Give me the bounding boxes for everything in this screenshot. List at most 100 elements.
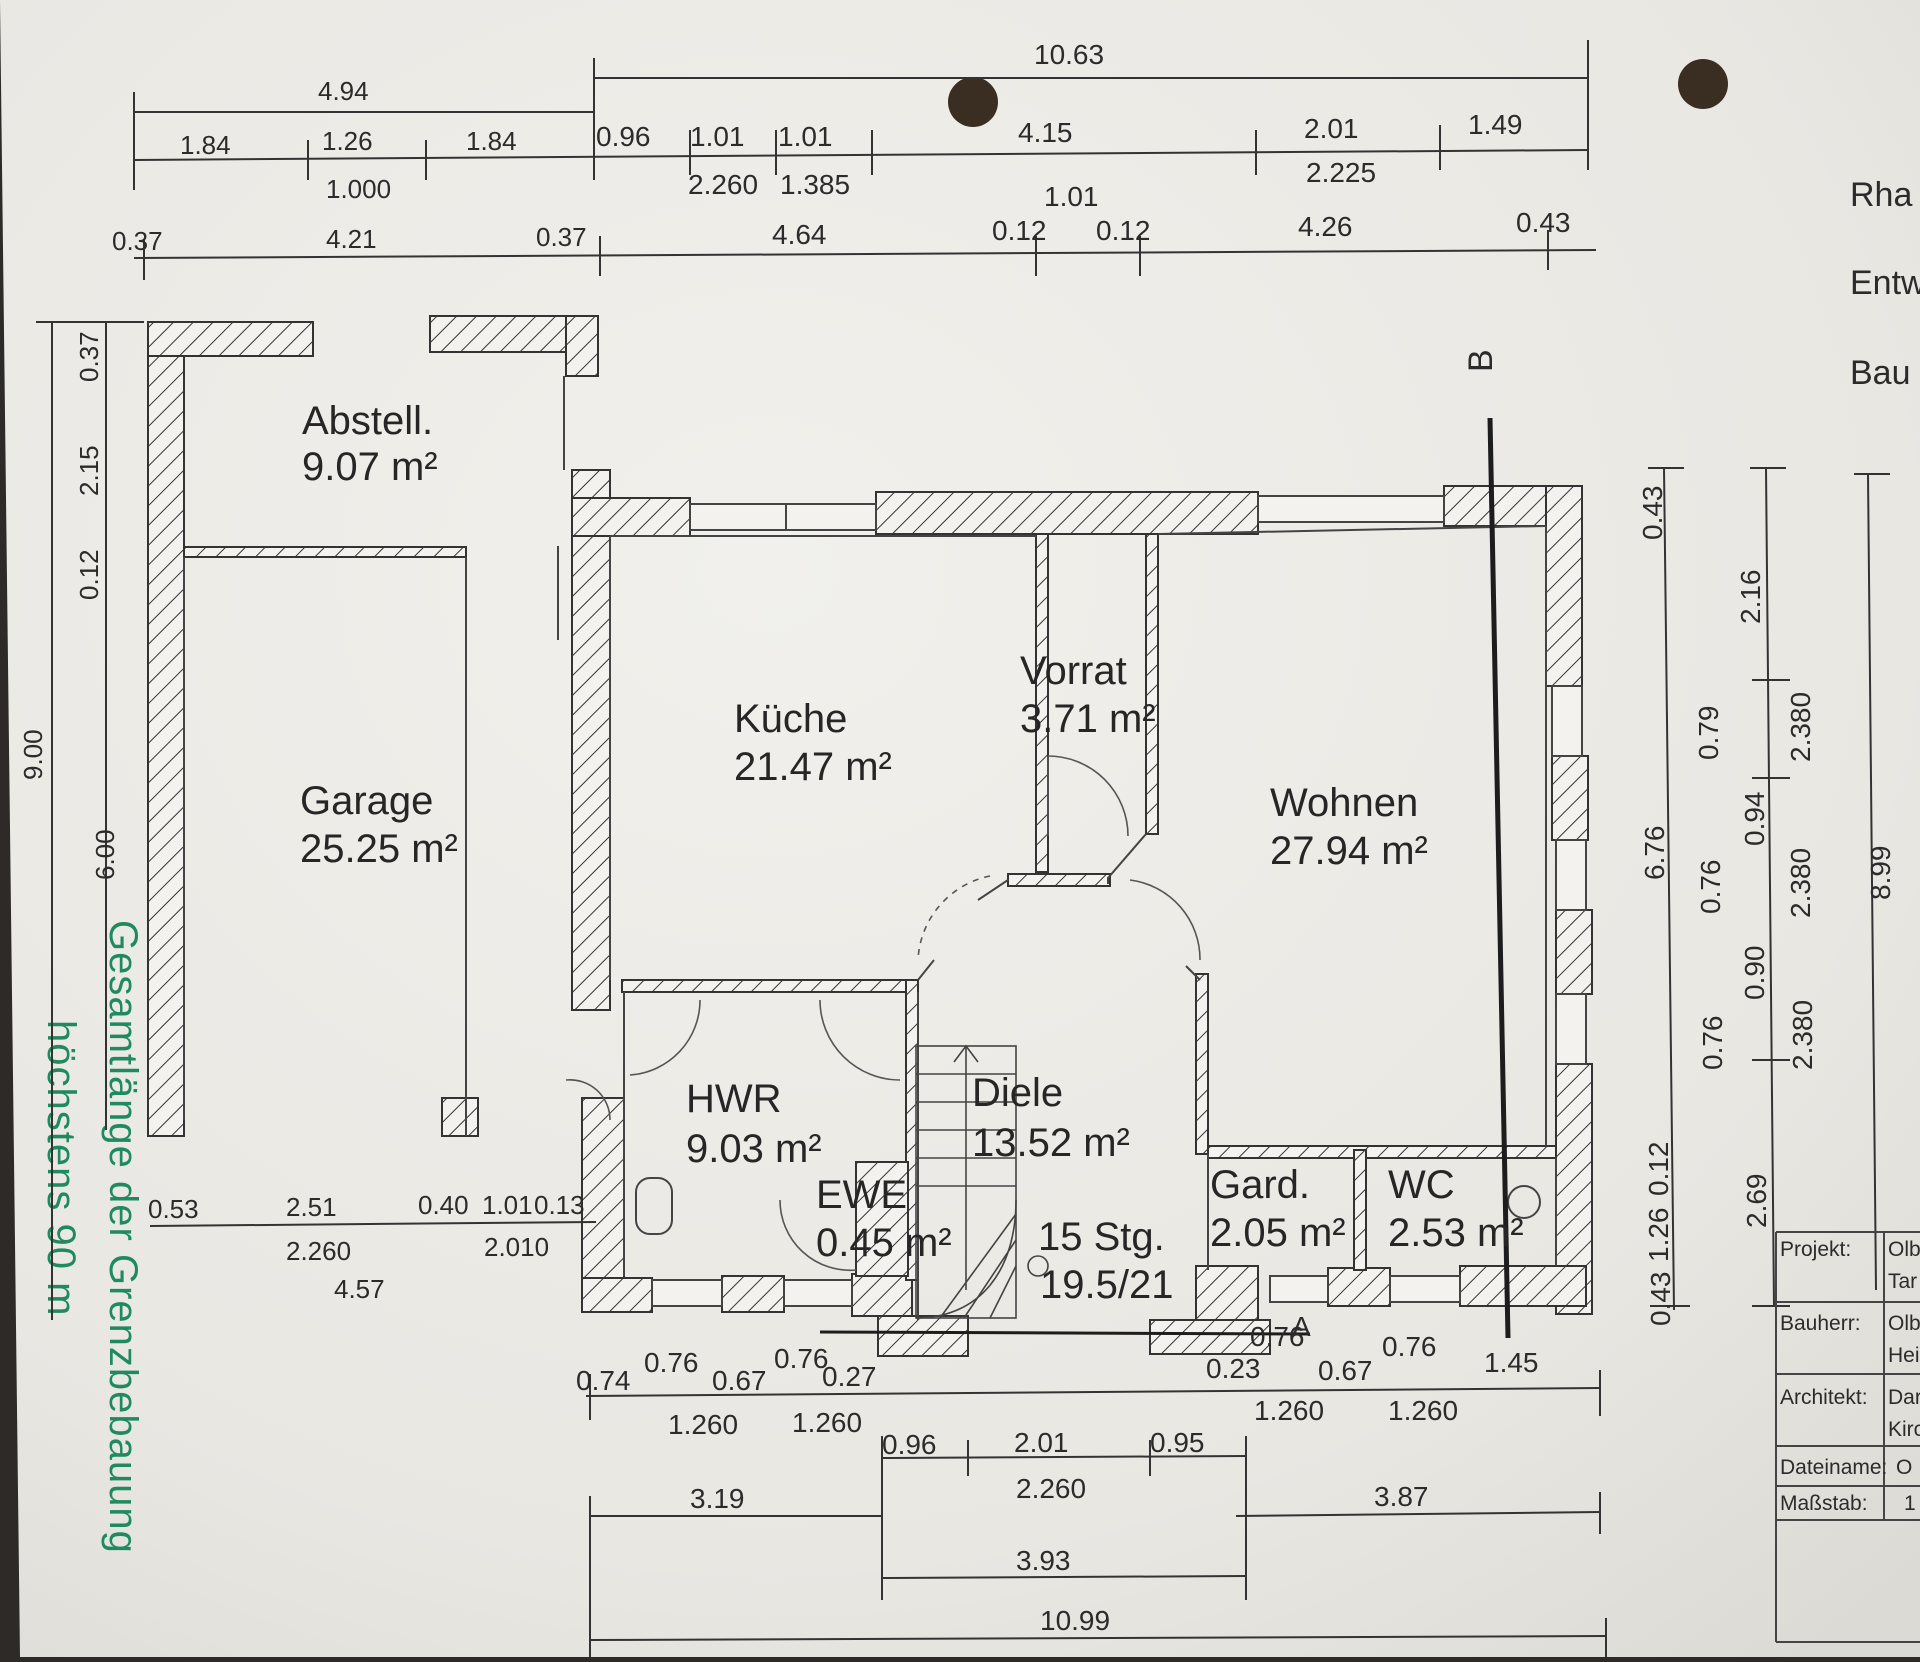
dim-bot3-4: 10.99 <box>1040 1605 1110 1636</box>
dim-right2-2: 0.79 <box>1693 706 1724 761</box>
tb-value-architekt-2: Kirc <box>1888 1418 1920 1441</box>
dim-top2sub-4: 1.01 <box>1044 181 1099 212</box>
tb-header-1: Rha <box>1850 176 1912 214</box>
tb-value-bauherr-1: Olb <box>1888 1312 1920 1335</box>
room-gard-area: 2.05 m² <box>1210 1211 1346 1255</box>
room-diele-name: Diele <box>972 1071 1063 1115</box>
boundary-note: Gesamtlänge der Grenzbebauung höchstens … <box>39 920 145 1554</box>
dim-right1-5: 0.43 <box>1645 1272 1676 1327</box>
dim-bot1-6: 0.76 <box>1250 1321 1305 1352</box>
dim-right3-2: 2.380 <box>1785 848 1816 918</box>
dim-bot1sub-1: 1.260 <box>668 1409 738 1440</box>
room-ewe-area: 0.45 m² <box>816 1221 952 1265</box>
wall-diele-east <box>1195 973 1209 1155</box>
room-gard-name: Gard. <box>1210 1163 1310 1207</box>
dim-top2-2: 1.26 <box>322 126 373 156</box>
room-kueche-area: 21.47 m² <box>734 745 892 789</box>
tb-label-dateiname: Dateiname: <box>1780 1456 1887 1479</box>
dim-right1-2: 6.76 <box>1639 826 1670 881</box>
dim-top2-3: 1.84 <box>466 126 517 156</box>
wall-south-b <box>721 1275 785 1313</box>
room-vorrat-name: Vorrat <box>1020 649 1127 693</box>
dimension-lines <box>36 40 1890 1660</box>
room-wohnen-name: Wohnen <box>1270 781 1418 825</box>
stairs-ratio: 19.5/21 <box>1040 1263 1173 1307</box>
dim-bot2-2: 2.01 <box>1014 1427 1069 1458</box>
room-wc-name: WC <box>1388 1163 1455 1207</box>
washer-fixture <box>635 1177 673 1235</box>
dim-top3-7: 4.26 <box>1298 211 1353 242</box>
dim-top2sub-3: 1.385 <box>780 169 850 200</box>
dim-bot1-7: 0.23 <box>1206 1353 1261 1384</box>
tb-value-architekt-1: Dar <box>1888 1386 1920 1409</box>
tb-label-architekt: Architekt: <box>1780 1386 1868 1409</box>
dim-garage-8: 4.57 <box>334 1274 385 1304</box>
dim-top2-4: 0.96 <box>596 121 651 152</box>
wall-vorrat-east <box>1145 533 1159 835</box>
dim-garage-5: 0.13 <box>534 1190 585 1220</box>
wall-east-3 <box>1555 909 1593 995</box>
staircase <box>915 1044 1049 1319</box>
dim-top3-6: 0.12 <box>1096 215 1151 246</box>
dim-right2-6: 0.76 <box>1697 1016 1728 1071</box>
dim-right1-3: 0.12 <box>1643 1142 1674 1197</box>
dim-right2-3: 0.94 <box>1739 792 1770 847</box>
title-block: Rha Entw Bau Projekt: Olb Tar Bauherr: O… <box>1775 176 1920 1643</box>
dim-top3-2: 4.21 <box>326 224 377 254</box>
dim-left-2: 6.00 <box>90 829 120 880</box>
wall-garage-north-a <box>147 321 314 357</box>
wall-abstell-divider <box>183 546 467 558</box>
dim-garage-2: 2.51 <box>286 1192 337 1222</box>
dim-top1-a: 4.94 <box>318 76 369 106</box>
dim-bot1-5: 0.27 <box>822 1361 877 1392</box>
section-label-a: A <box>1292 1311 1311 1342</box>
dim-bot1-4: 0.76 <box>774 1343 829 1374</box>
dim-right2-1: 2.16 <box>1735 570 1766 625</box>
wall-south-h <box>1459 1265 1587 1307</box>
dim-garage-3: 0.40 <box>418 1190 469 1220</box>
wall-kueche-south <box>621 979 913 993</box>
dim-bot2-3: 0.95 <box>1150 1427 1205 1458</box>
section-label-b: B <box>1462 349 1500 372</box>
dim-bot2-4: 2.260 <box>1016 1473 1086 1504</box>
dim-top3-4: 4.64 <box>772 219 827 250</box>
doors <box>565 755 1201 1272</box>
dim-right3-1: 2.380 <box>1785 692 1816 762</box>
dim-bot3-2: 3.87 <box>1374 1481 1429 1512</box>
dim-right2-5: 0.90 <box>1739 946 1770 1001</box>
dim-bot1-9: 0.76 <box>1382 1331 1437 1362</box>
walls <box>147 315 1593 1357</box>
wall-south-d <box>877 1315 969 1357</box>
dim-top2sub-5: 2.225 <box>1306 157 1376 188</box>
stairs-count: 15 Stg. <box>1038 1215 1165 1259</box>
wall-east-2 <box>1551 755 1589 841</box>
dim-bot2-1: 0.96 <box>882 1429 937 1460</box>
note-line1: Gesamtlänge der Grenzbebauung <box>101 920 145 1554</box>
room-garage-area: 25.25 m² <box>300 827 458 871</box>
room-labels: Abstell. 9.07 m² Garage 25.25 m² Küche 2… <box>300 399 1524 1307</box>
wall-gard-wc <box>1353 1149 1367 1271</box>
wall-house-west-lower <box>581 1097 625 1311</box>
dim-right1-1: 0.43 <box>1637 486 1668 541</box>
dim-top2-5: 1.01 <box>690 121 745 152</box>
dim-bot3-1: 3.19 <box>690 1483 745 1514</box>
dim-bot1-2: 0.76 <box>644 1347 699 1378</box>
tb-label-massstab: Maßstab: <box>1780 1492 1868 1515</box>
dim-bot1-1: 0.74 <box>576 1365 631 1396</box>
punch-hole-right <box>1678 59 1728 109</box>
wall-south-a <box>581 1277 653 1313</box>
dim-left-1: 9.00 <box>18 729 48 780</box>
dim-top2-8: 2.01 <box>1304 113 1359 144</box>
wall-garage-pier <box>441 1097 479 1137</box>
room-wohnen-area: 27.94 m² <box>1270 829 1428 873</box>
dim-right1-4: 1.26 <box>1643 1208 1674 1263</box>
dim-right2-4: 0.76 <box>1695 860 1726 915</box>
dim-bot1sub-2: 1.260 <box>792 1407 862 1438</box>
tb-header-3: Bau <box>1850 354 1911 392</box>
wall-garage-west <box>147 321 185 1137</box>
punch-hole-left <box>948 77 998 127</box>
tb-header-2: Entw <box>1850 264 1920 302</box>
